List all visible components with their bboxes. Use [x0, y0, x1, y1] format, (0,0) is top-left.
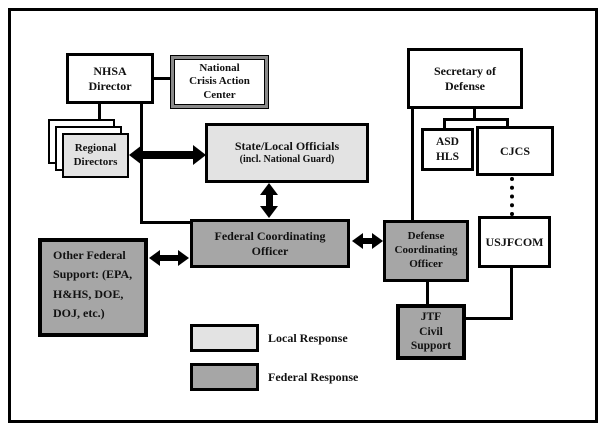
box-label: Support: (EPA, — [53, 267, 133, 282]
box-regional-directors: Regional Directors — [62, 133, 129, 178]
connector-usjfcom-down — [510, 266, 513, 320]
box-jtf-civil-support: JTF Civil Support — [396, 304, 466, 360]
legend-swatch-federal — [190, 363, 259, 391]
box-label: CJCS — [499, 143, 530, 158]
legend-label-federal: Federal Response — [268, 370, 359, 384]
box-label: Regional — [74, 141, 117, 154]
box-label: ASD — [435, 136, 459, 149]
connector-secdef-stub — [473, 108, 476, 121]
legend-swatch-local — [190, 324, 259, 352]
box-usjfcom: USJFCOM — [478, 216, 551, 268]
arrowhead-up-icon — [260, 183, 278, 195]
box-asd-hls: ASD HLS — [421, 128, 474, 171]
box-label: Other Federal — [53, 248, 126, 262]
box-label: Officer — [409, 257, 443, 270]
box-national-crisis-action-center: National Crisis Action Center — [170, 55, 269, 109]
diagram-frame — [8, 8, 598, 423]
box-label: NHSA — [93, 63, 127, 78]
box-defense-coordinating-officer: Defense Coordinating Officer — [383, 220, 469, 282]
arrowhead-right-icon — [372, 233, 383, 249]
arrowhead-left-icon — [149, 250, 160, 266]
box-label: H&HS, DOE, — [53, 286, 124, 301]
box-secretary-of-defense: Secretary of Defense — [407, 48, 523, 109]
box-label: Directors — [73, 155, 118, 168]
connector-nhsa-ncac — [152, 77, 172, 80]
connector-secdef-bracket — [443, 118, 509, 121]
box-label: Support — [410, 340, 452, 353]
box-label: Officer — [251, 243, 289, 258]
connector-nhsa-regional — [98, 104, 101, 120]
box-label: Defense — [407, 230, 445, 243]
box-label: Civil — [419, 325, 443, 338]
arrowhead-left-icon — [129, 145, 142, 165]
box-label: Federal Coordinating — [214, 228, 326, 243]
box-nhsa-director: NHSA Director — [66, 53, 154, 104]
connector-secdef-dco — [411, 108, 414, 221]
connector-bracket-asd — [443, 118, 446, 130]
box-sublabel: (incl. National Guard) — [239, 154, 335, 166]
box-label: State/Local Officials — [234, 139, 340, 154]
box-state-local-officials: State/Local Officials (incl. National Gu… — [205, 123, 369, 183]
box-other-federal-support: Other Federal Support: (EPA, H&HS, DOE, … — [38, 238, 148, 337]
connector-cjcs-usjfcom-dotted — [510, 177, 514, 216]
box-label: Defense — [445, 78, 485, 93]
box-label: USJFCOM — [485, 234, 544, 249]
box-label: JTF — [420, 310, 442, 323]
box-label: Director — [88, 78, 132, 93]
connector-bracket-cjcs — [506, 118, 509, 128]
box-label: DOJ, etc.) — [53, 306, 105, 321]
connector-usjfcom-jtf — [464, 317, 513, 320]
box-label: Secretary of — [433, 63, 497, 78]
box-label: HLS — [435, 150, 459, 163]
box-label: Crisis Action — [189, 75, 250, 88]
arrowhead-right-icon — [193, 145, 206, 165]
arrow-fco-dco — [352, 233, 383, 249]
arrow-otherfederal-fco — [149, 250, 189, 266]
box-cjcs: CJCS — [476, 126, 554, 176]
connector-nhsa-fco-horizontal — [140, 221, 190, 224]
box-label: Center — [203, 88, 236, 101]
box-federal-coordinating-officer: Federal Coordinating Officer — [190, 219, 350, 268]
arrowhead-left-icon — [352, 233, 363, 249]
arrowhead-right-icon — [178, 250, 189, 266]
arrowhead-down-icon — [260, 206, 278, 218]
arrow-statelocal-fco — [260, 183, 278, 218]
box-label: Coordinating — [394, 244, 458, 257]
arrow-regional-statelocal — [129, 145, 206, 165]
box-label: National — [199, 62, 240, 75]
connector-dco-jtf — [426, 281, 429, 305]
legend-label-local: Local Response — [268, 331, 348, 345]
